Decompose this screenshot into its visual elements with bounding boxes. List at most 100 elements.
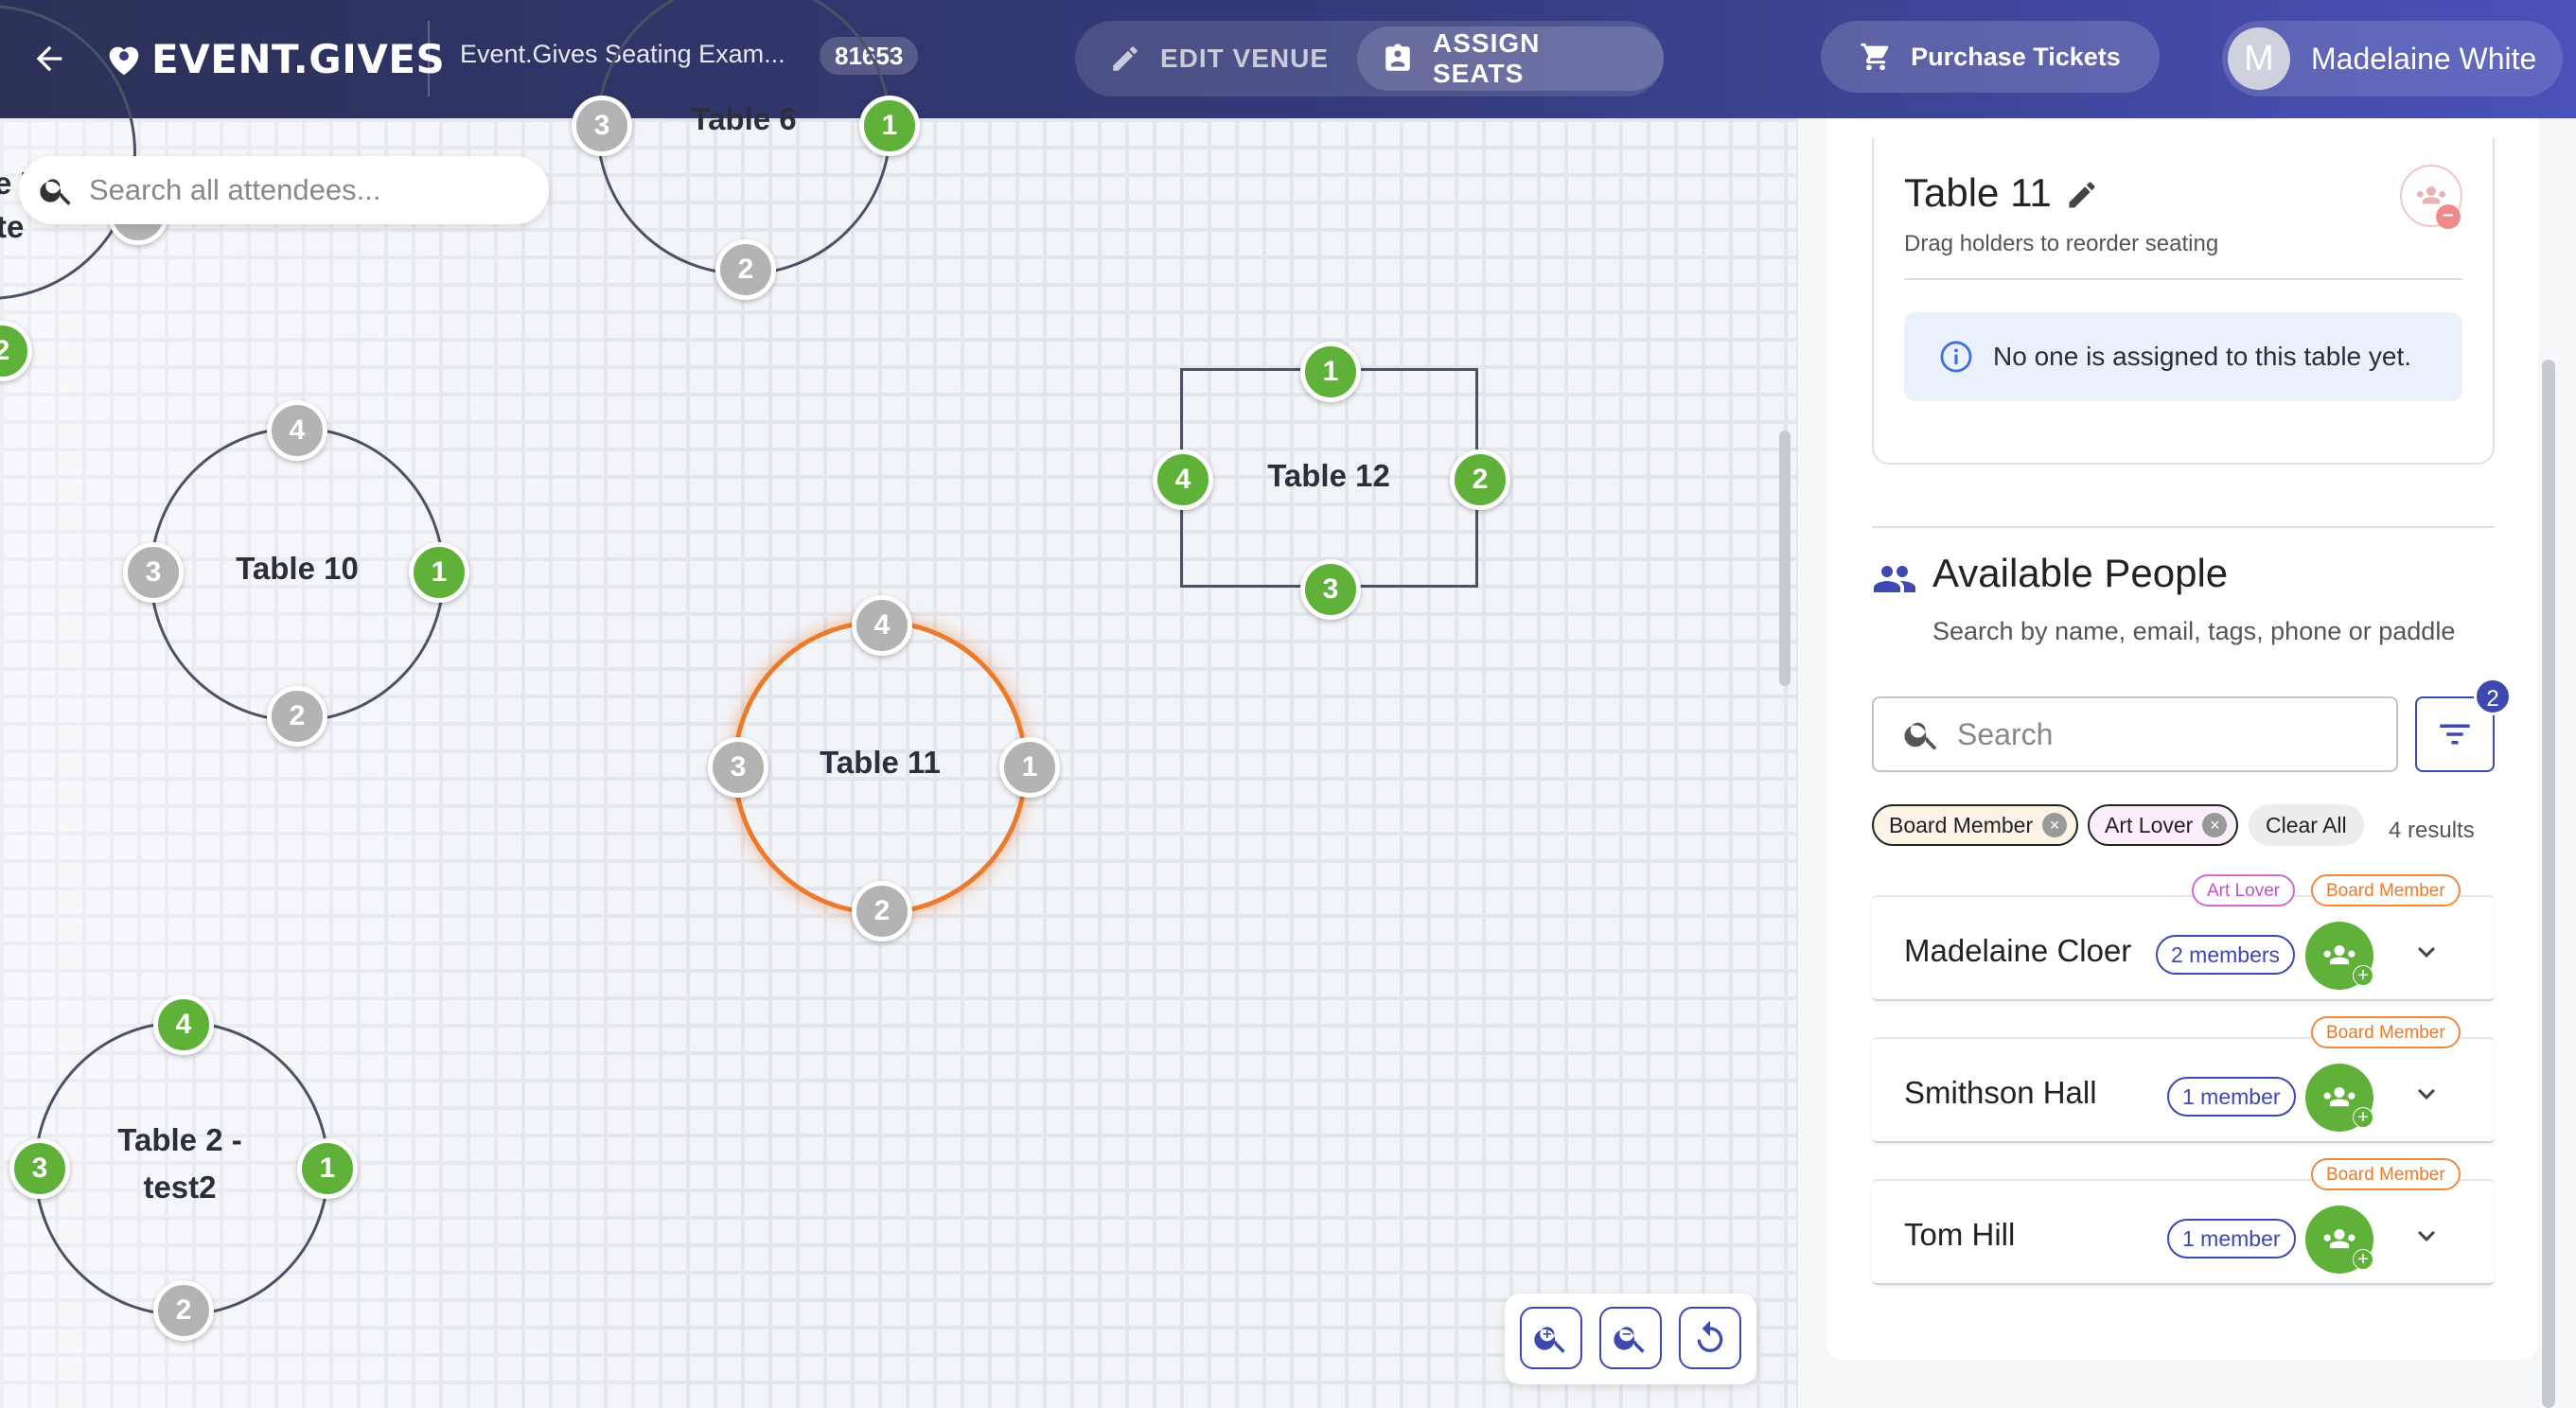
search-icon xyxy=(1904,722,1937,750)
assign-to-table-button[interactable]: + xyxy=(2305,1206,2373,1274)
people-icon-wrap xyxy=(1872,556,1917,607)
assign-seats-button[interactable]: ASSIGN SEATS xyxy=(1357,26,1664,91)
reset-icon xyxy=(1697,1320,1723,1352)
close-icon[interactable]: × xyxy=(2042,813,2068,837)
seat[interactable]: 4 xyxy=(1153,449,1213,510)
search-icon xyxy=(40,179,71,205)
pencil-icon xyxy=(2069,182,2095,208)
table-detail-title: Table 11 xyxy=(1904,170,2052,215)
group-icon xyxy=(1874,566,1915,592)
remove-badge: − xyxy=(2436,204,2461,229)
filter-chip-board-member[interactable]: Board Member × xyxy=(1872,804,2079,846)
person-card[interactable]: Smithson Hall 1 member + xyxy=(1872,1037,2495,1143)
tag-board-member: Board Member xyxy=(2311,874,2461,906)
filter-button[interactable] xyxy=(2415,696,2495,772)
seat[interactable]: 4 xyxy=(267,400,327,461)
logo-text: EVENT.GIVES xyxy=(151,35,446,82)
edit-table-name-button[interactable] xyxy=(2065,178,2099,217)
chip-label: Art Lover xyxy=(2105,812,2194,837)
person-card[interactable]: Madelaine Cloer 2 members + xyxy=(1872,895,2495,1001)
empty-table-message: No one is assigned to this table yet. xyxy=(1993,342,2412,371)
expand-person-button[interactable] xyxy=(2409,935,2444,974)
seat[interactable]: 1 xyxy=(297,1138,358,1199)
seat[interactable]: 1 xyxy=(409,542,469,603)
expand-person-button[interactable] xyxy=(2409,1219,2444,1258)
pencil-icon xyxy=(1113,46,1138,71)
seat[interactable]: 2 xyxy=(715,239,776,300)
seating-canvas[interactable]: e ' te 2 Table 6 3 1 2 Table 10 4 3 1 2 … xyxy=(0,0,1796,1408)
seat[interactable]: 2 xyxy=(0,321,32,381)
seat[interactable]: 3 xyxy=(123,542,184,603)
available-people-subtitle: Search by name, email, tags, phone or pa… xyxy=(1932,617,2456,645)
clear-all-button[interactable]: Clear All xyxy=(2249,804,2364,846)
seat[interactable]: 2 xyxy=(153,1280,214,1341)
assign-to-table-button[interactable]: + xyxy=(2305,922,2373,990)
edit-venue-button[interactable]: EDIT VENUE xyxy=(1085,26,1353,91)
zoom-in-icon xyxy=(1534,1327,1565,1353)
table-12-label: Table 12 xyxy=(1267,458,1390,493)
mode-toggle: EDIT VENUE ASSIGN SEATS xyxy=(1075,21,1664,97)
seat[interactable]: 2 xyxy=(267,686,327,747)
purchase-tickets-label: Purchase Tickets xyxy=(1911,42,2121,71)
seat[interactable]: 3 xyxy=(708,737,768,798)
seat[interactable]: 3 xyxy=(572,96,632,156)
group-add-icon xyxy=(2323,1229,2355,1249)
empty-table-notice: No one is assigned to this table yet. xyxy=(1904,312,2462,401)
seat[interactable]: 3 xyxy=(9,1138,70,1199)
seat[interactable]: 2 xyxy=(852,881,912,942)
members-badge: 1 member xyxy=(2167,1219,2296,1258)
cart-icon xyxy=(1861,43,1889,71)
table-detail-card xyxy=(1872,137,2495,465)
chip-label: Board Member xyxy=(1889,812,2034,837)
chevron-down-icon xyxy=(2418,1230,2435,1241)
zoom-out-icon xyxy=(1614,1327,1645,1353)
close-icon[interactable]: × xyxy=(2202,813,2228,837)
people-search[interactable] xyxy=(1872,696,2398,772)
table-10-label: Table 10 xyxy=(236,551,359,586)
filter-chip-art-lover[interactable]: Art Lover × xyxy=(2088,804,2239,846)
edit-venue-label: EDIT VENUE xyxy=(1160,44,1330,73)
zoom-out-button[interactable] xyxy=(1599,1307,1662,1369)
person-name: Tom Hill xyxy=(1904,1217,2016,1252)
assign-to-table-button[interactable]: + xyxy=(2305,1064,2373,1132)
table-2-label-line1: Table 2 - xyxy=(117,1122,242,1157)
plus-icon: + xyxy=(2353,965,2373,986)
assign-seat-icon xyxy=(1385,44,1410,71)
info-icon xyxy=(1940,341,1972,373)
reset-view-button[interactable] xyxy=(1679,1307,1741,1369)
person-name: Madelaine Cloer xyxy=(1904,933,2132,968)
people-search-input[interactable] xyxy=(1957,716,2373,752)
seat[interactable]: 1 xyxy=(1300,342,1361,402)
user-menu[interactable]: M Madelaine White xyxy=(2222,21,2563,97)
tag-art-lover: Art Lover xyxy=(2192,874,2296,906)
attendee-search-input[interactable] xyxy=(89,173,524,207)
seat[interactable]: 1 xyxy=(859,96,920,156)
table-2-label-line2: test2 xyxy=(143,1170,217,1205)
heart-logo-icon xyxy=(109,46,139,76)
seat[interactable]: 1 xyxy=(999,737,1060,798)
table-detail-subtitle: Drag holders to reorder seating xyxy=(1904,231,2219,256)
seat[interactable]: 4 xyxy=(153,994,214,1055)
canvas-scrollbar[interactable] xyxy=(1779,431,1791,686)
zoom-in-button[interactable] xyxy=(1520,1307,1582,1369)
person-card[interactable]: Tom Hill 1 member + xyxy=(1872,1179,2495,1285)
group-add-icon xyxy=(2323,1087,2355,1107)
seat[interactable]: 2 xyxy=(1450,449,1510,510)
seat[interactable]: 4 xyxy=(852,595,912,656)
event-gives-logo[interactable]: EVENT.GIVES xyxy=(102,30,445,87)
table-6-label: Table 6 xyxy=(691,101,797,136)
group-add-icon xyxy=(2323,945,2355,965)
attendee-search[interactable] xyxy=(19,156,549,224)
chevron-down-icon xyxy=(2418,1088,2435,1100)
purchase-tickets-button[interactable]: Purchase Tickets xyxy=(1821,21,2160,93)
group-icon xyxy=(2417,186,2445,204)
tag-board-member: Board Member xyxy=(2311,1158,2461,1190)
filter-count-badge: 2 xyxy=(2474,678,2512,715)
results-count: 4 results xyxy=(2389,818,2475,843)
section-divider xyxy=(1872,526,2495,528)
panel-scrollbar[interactable] xyxy=(2542,360,2555,1408)
expand-person-button[interactable] xyxy=(2409,1077,2444,1116)
seat[interactable]: 3 xyxy=(1300,559,1361,620)
table-detail-divider xyxy=(1904,278,2462,280)
user-name: Madelaine White xyxy=(2311,41,2537,76)
